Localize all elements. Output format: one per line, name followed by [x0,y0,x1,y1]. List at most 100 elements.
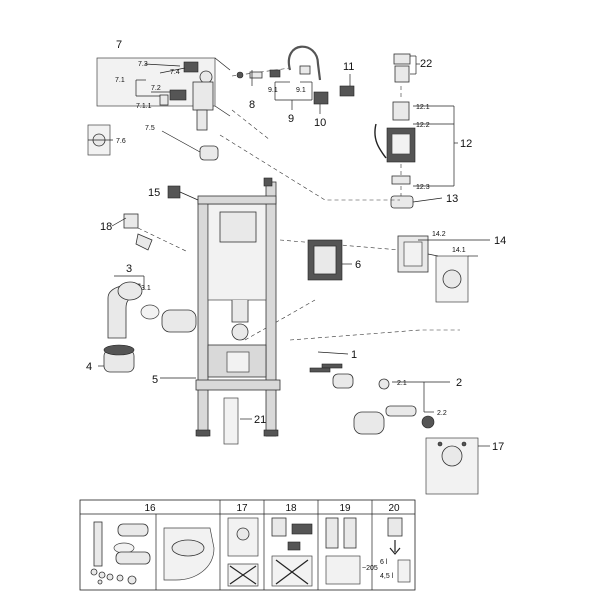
callout-14-1: 14.1 [452,247,466,254]
flush-button [442,269,462,289]
callout-14-2: 14.2 [432,231,446,238]
callout-7-1: 7.1 [115,77,125,84]
callout-7-5: 7.5 [145,125,155,132]
anchor-21 [223,397,239,445]
set-18-hook [271,517,287,537]
callout-7-6: 7.6 [116,138,126,145]
set-20-tank [397,559,411,583]
callout-labels: 7 7.3 7.4 7.1 7.2 7.1.1 7.5 7.6 8 9.1 9.… [86,39,506,453]
callout-15: 15 [148,187,160,199]
part-22-cap [393,53,411,65]
bracket-opening [226,351,250,373]
table-header-20: 20 [388,503,400,514]
bolt-1-b [309,367,331,373]
valve-filter [196,109,208,131]
table-header-18: 18 [285,503,297,514]
bolt-1-a [321,363,343,369]
callout-12-2: 12.2 [416,122,430,129]
hook-18 [123,213,139,229]
callout-17: 17 [492,441,504,453]
hose-fitting-2 [299,65,311,75]
set-19-sketch [325,555,361,585]
plate-frame-inner [403,241,423,267]
valve-10 [313,91,329,105]
valve-ring [199,70,213,84]
callout-3-1: 3.1 [141,285,151,292]
valve-float [392,101,410,121]
valve-seal [391,175,411,185]
post-cap [263,177,273,187]
sleeve-3 [161,309,197,333]
flush-valve-window [391,133,411,155]
callout-7-3: 7.3 [138,61,148,68]
set-16-toilet-seat [171,539,205,557]
left-parts-group [98,185,199,379]
callout-2-2: 2.2 [437,410,447,417]
set-16-pipe [115,551,151,565]
set-18-sketch [271,555,313,587]
callout-3: 3 [126,263,132,275]
callout-9: 9 [288,113,294,125]
pipe-2-2 [385,405,417,417]
frame-right-post [265,181,277,437]
callout-12-3: 12.3 [416,184,430,191]
valve-cap [159,94,169,106]
cup-4-rim [103,344,135,356]
callout-1: 1 [351,349,357,361]
hose-nipple [236,71,244,79]
connector-group [309,351,490,495]
actuator-box-6 [307,239,352,281]
set-16-ring [113,542,135,554]
frame-left-post [197,199,209,437]
set-20-text-4-5l: 4,5 l [380,573,394,580]
callout-9-1-a: 9.1 [268,87,278,94]
flush-valve-group [374,53,458,209]
sound-pad-hole [441,445,463,467]
set-16-bolt [93,521,103,567]
callout-8: 8 [249,99,255,111]
sleeve-7-5 [199,145,219,161]
callout-9-1-b: 9.1 [296,87,306,94]
hose-assembly-group [231,45,355,141]
connector-11 [339,85,355,97]
hose-coupling [249,71,263,79]
callout-7-1-1: 7.1.1 [136,103,152,110]
accessory-table: 16 17 18 19 20 ~205 [79,499,416,591]
seal-3-1 [140,304,160,320]
angle-valve-body [192,81,214,111]
callout-4: 4 [86,361,92,373]
frame-top-bar [197,195,277,205]
valve-nut [183,61,199,73]
valve-handle [169,89,187,101]
foot-left [195,429,211,437]
hose-fitting-1 [269,69,281,78]
callout-12-1: 12.1 [416,104,430,111]
cistern-opening [219,211,257,243]
cap-2-1 [378,378,390,390]
bolt-15 [167,185,181,199]
sleeve-2 [353,411,385,435]
installation-frame-group [195,134,460,445]
clip-18 [135,233,153,251]
outlet-ring [231,323,249,341]
callout-12: 12 [460,138,472,150]
valve-guide-line [231,109,271,141]
table-header-17: 17 [236,503,248,514]
part-22-body [394,65,410,83]
table-header-16: 16 [144,503,156,514]
callout-18: 18 [100,221,112,233]
callout-2: 2 [456,377,462,389]
flush-valve-cable [374,123,387,159]
flex-hose [287,45,322,81]
callout-6: 6 [355,259,361,271]
callout-2-1: 2.1 [397,380,407,387]
flush-plate-14 [397,235,490,303]
callout-10: 10 [314,117,326,129]
callout-21: 21 [254,414,266,426]
table-header-19: 19 [339,503,351,514]
foot-right [263,429,279,437]
valve-seat-13 [390,195,414,209]
ring-2-2 [421,415,435,429]
set-19-bracket-b [343,517,357,549]
set-20-arrow-icon [389,540,401,555]
